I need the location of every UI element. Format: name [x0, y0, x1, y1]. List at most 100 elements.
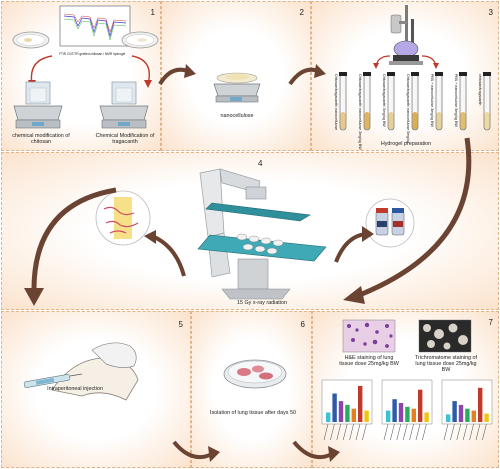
mini-chart-bar — [405, 406, 410, 422]
mini-chart-tick-label — [422, 423, 427, 441]
mini-chart-bar — [332, 393, 337, 422]
mini-chart-tick-label — [383, 423, 389, 441]
caption-nanocellulose: nanocellulose — [220, 113, 254, 119]
caption-intraperitoneal-injection: Intraperitoneal injection — [47, 386, 103, 392]
mini-chart-bar — [392, 399, 397, 422]
mini-chart-bar — [424, 412, 429, 422]
mini-chart-tick-label — [362, 423, 367, 441]
balance-right — [99, 81, 149, 129]
mini-chart-tick-label — [355, 423, 361, 441]
arrow-to-tubes-left — [373, 55, 391, 69]
mini-chart-bar — [326, 412, 331, 422]
mini-chart-bar — [484, 413, 489, 422]
arrow-panel2-to-3 — [288, 64, 326, 86]
test-tube — [411, 72, 419, 131]
mini-chart-bar — [471, 410, 476, 422]
mini-chart-tick-label — [390, 423, 395, 441]
panel-number: 1 — [150, 8, 155, 17]
tube-label: PBS + nanocellulose 3mg/kg BW — [430, 74, 434, 127]
test-tube — [435, 72, 443, 131]
xray-machine — [197, 168, 327, 300]
arrow-panel6-to-7 — [292, 440, 340, 462]
mini-chart-tick-label — [456, 423, 462, 441]
tube-label: Chitosan/tragacanth/ nanocellulose — [334, 74, 338, 131]
petri-dish-left — [12, 31, 50, 49]
tube-label: PBS + nanocellulose 5mg/kg BW — [454, 74, 458, 127]
trichrome-stain-micrograph — [418, 319, 472, 353]
mini-chart-tick-label — [402, 423, 408, 441]
balance-left — [13, 81, 63, 129]
spectrum-label: FTIR CNT/TR grafted chitosan / NMR hydro… — [59, 52, 126, 56]
test-tube — [483, 72, 491, 131]
hydrogel-zoom-bubble — [95, 190, 151, 246]
test-tube — [363, 72, 371, 131]
tube-label: Chitosan/tragacanth/ nanocellulose 5mg/k… — [406, 74, 410, 143]
mini-chart-bar — [386, 410, 391, 422]
caption-xray-radiation: 15 Gy x-ray radiation — [236, 300, 288, 306]
mini-chart-tick-label — [482, 423, 487, 441]
panel-number: 6 — [300, 320, 305, 329]
arrow-to-zoom-bubble — [144, 230, 186, 277]
mini-chart-bar — [364, 410, 369, 422]
panel-number: 5 — [178, 320, 183, 329]
mini-chart-tick-label — [349, 423, 354, 441]
arrow-panel1-to-2 — [158, 64, 196, 86]
arrow-to-vial-bubble — [334, 226, 374, 263]
mini-chart-tick-label — [443, 423, 449, 441]
caption-tragacanth: Chemical Modification of tragacanth — [95, 133, 155, 146]
mini-chart-bar — [411, 408, 416, 422]
petri-dish-lung-tissue — [223, 359, 287, 389]
mini-chart-tick-label — [396, 423, 402, 441]
caption-lung-isolation: Isolation of lung tissue after days 50 — [209, 410, 296, 416]
he-stain-micrograph — [342, 319, 396, 353]
injection-illustration — [23, 342, 139, 401]
vial-zoom-bubble — [365, 198, 415, 248]
overhead-stirrer-icon — [389, 5, 423, 65]
mini-chart-bar — [345, 404, 350, 422]
arrow-to-tubes-right — [421, 55, 439, 69]
panel-4: 4 15 Gy x-ray radiation — [1, 152, 499, 310]
panel-number: 4 — [258, 159, 263, 168]
panel-7: 7 H&E staining of lung tissue dose 25mg/… — [312, 311, 499, 468]
mini-chart-tick-label — [330, 423, 335, 441]
mini-chart-bar — [465, 408, 470, 422]
tube-label: Chitosan/tragacanth/ 5mg/kg BW — [382, 74, 386, 127]
mini-chart-bar — [458, 404, 464, 422]
mini-chart-tick-label — [336, 423, 342, 441]
panel-6: 6 Isolation of lung tissue after days 50 — [191, 311, 312, 468]
arrow-to-balance-right — [131, 55, 152, 88]
panel-1: 1 FTIR CNT/TR grafted chitosan / NMR hyd… — [1, 1, 161, 151]
mini-chart-bar — [351, 408, 356, 422]
caption-chitosan: chemical modification of chitosan — [12, 133, 70, 146]
mini-chart-tick-label — [323, 423, 329, 441]
ftir-spectrum-graph — [59, 5, 131, 47]
bar-chart-thumbnails — [321, 379, 493, 441]
mini-chart-bar — [446, 414, 451, 422]
test-tube — [459, 72, 467, 131]
test-tube — [339, 72, 347, 131]
caption-he-staining: H&E staining of lung tissue dose 25mg/kg… — [339, 355, 399, 368]
mini-chart-tick-label — [475, 423, 481, 441]
panel-5: 5 Intraperitoneal injection — [1, 311, 191, 468]
arrow-panel4-to-5 — [24, 187, 117, 306]
mini-chart-bar — [338, 401, 344, 422]
caption-hydrogel-preparation: Hydrogel preparation — [380, 141, 432, 147]
mini-chart-tick-label — [462, 423, 468, 441]
panel-3: 3 Hydrogel preparation Chitosan/tragacan… — [311, 1, 499, 151]
mini-chart-bar — [478, 387, 483, 422]
panel-number: 7 — [488, 318, 493, 327]
mini-chart-tick-label — [469, 423, 474, 441]
test-tube — [387, 72, 395, 131]
arrow-panel3-to-4 — [343, 137, 472, 304]
mini-chart-tick-label — [342, 423, 348, 441]
test-tubes — [339, 72, 491, 131]
balance-nanocellulose — [213, 72, 261, 103]
caption-trichrome-staining: Trichromatome staining of lung tissue do… — [414, 355, 478, 374]
mini-chart-bar — [358, 385, 363, 422]
mini-chart-tick-label — [450, 423, 455, 441]
mini-chart-tick-label — [415, 423, 421, 441]
mini-chart-bar — [398, 403, 404, 422]
petri-dish-right — [121, 31, 159, 49]
mini-chart-bar — [418, 389, 423, 422]
panel-number: 3 — [488, 8, 493, 17]
